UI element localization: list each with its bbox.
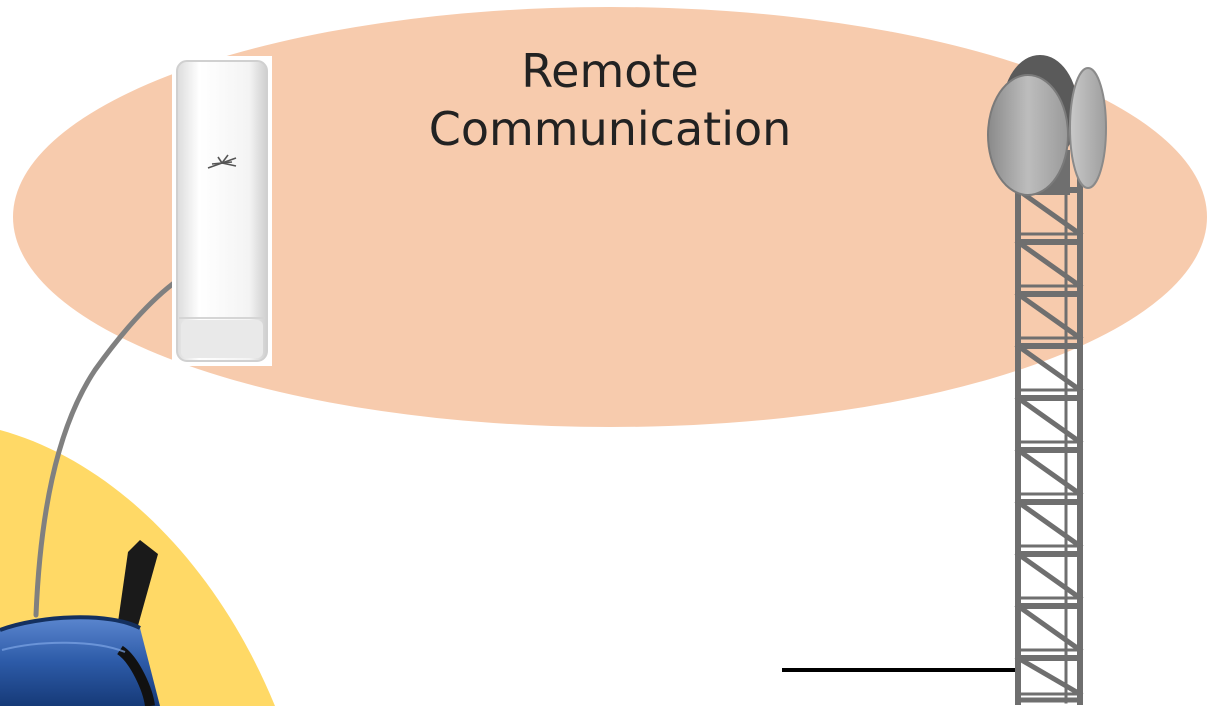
remote-zone [13,7,1207,427]
outdoor-cpe-icon [172,56,272,366]
tower-brace [1014,394,1084,446]
remote-label-line2: Communication [428,102,792,156]
tower-brace [1014,446,1084,498]
tower-dish-antennas-icon [987,55,1107,196]
tower-brace [1014,550,1084,602]
tower-brace [1014,498,1084,550]
tower-brace [1014,290,1084,342]
radio-tower-icon [1014,177,1084,705]
remote-communication-label: Remote Communication [360,42,860,158]
ethernet-cable [33,277,181,618]
tower-brace [1014,342,1084,394]
tower-brace [1014,186,1084,238]
wifi-router-icon [0,540,160,706]
cpe-logo-icon [207,154,237,169]
tower-brace [1014,238,1084,290]
tower-brace [1014,654,1084,698]
remote-label-line1: Remote [521,44,699,98]
tower-brace [1014,602,1084,654]
